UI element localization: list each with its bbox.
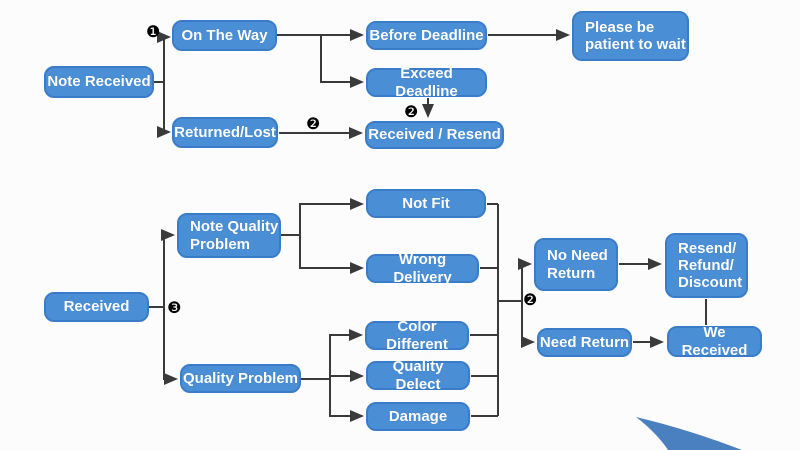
swoosh-decoration [636,417,742,450]
step-2-marker-returned-icon: ❷ [306,114,321,133]
connector-group [149,29,707,422]
node-we-received: We Received [667,324,762,359]
node-not-fit: Not Fit [366,189,486,218]
node-no-need-return: No Need Return [534,238,618,291]
node-quality-delect: Quality Delect [366,358,470,393]
node-wrong-delivery: Wrong Delivery [366,251,479,286]
node-damage: Damage [366,402,470,431]
node-exceed-deadline: Exceed Deadline [366,65,487,100]
step-2-marker-exceed-icon: ❷ [404,102,419,121]
node-on-the-way: On The Way [172,20,277,51]
node-resend-refund-discount: Resend/ Refund/ Discount [665,233,748,298]
node-received: Received [44,292,149,322]
node-returned-lost: Returned/Lost [172,117,278,148]
node-note-received: Note Received [44,66,154,98]
node-before-deadline: Before Deadline [366,21,487,50]
node-quality-problem: Quality Problem [180,364,301,393]
node-color-different: Color Different [365,318,469,353]
node-received-resend: Received / Resend [365,121,504,149]
step-3-marker-icon: ❸ [167,298,182,317]
step-1-marker-icon: ❶ [146,22,161,41]
node-need-return: Need Return [537,328,632,357]
node-note-quality-problem: Note Quality Problem [177,213,281,258]
node-please-wait: Please be patient to wait [572,11,689,61]
step-2-marker-return-branch-icon: ❷ [523,290,538,309]
